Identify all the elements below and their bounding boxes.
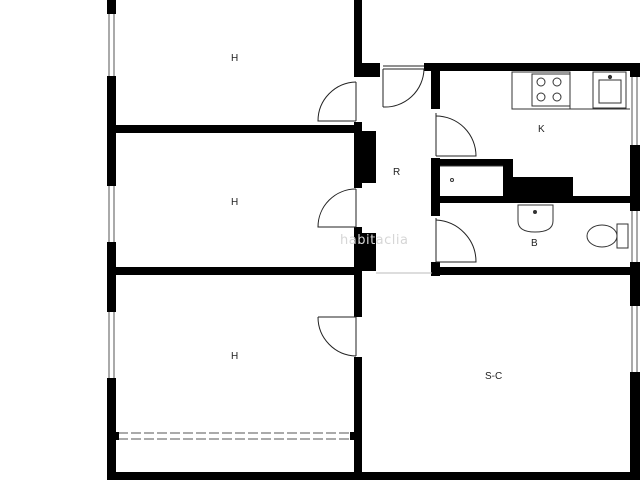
wall-kitchen-top <box>431 63 640 71</box>
door-swing-icon <box>317 316 357 357</box>
sink-icon <box>592 71 627 109</box>
wall-outer-left <box>107 0 116 14</box>
window-icon <box>108 312 115 378</box>
wall-outer-right <box>630 63 640 77</box>
washbasin-icon <box>517 204 554 233</box>
room-label-living-dining: S-C <box>485 371 502 382</box>
window-icon <box>631 77 638 145</box>
wall-kitchen-bath-divider <box>440 196 640 203</box>
wall-kitchen-bath-divider <box>440 159 513 166</box>
room-label-bathroom: B <box>531 238 538 249</box>
wall-entrance <box>356 63 380 77</box>
room-label-bedroom-bottom: H <box>231 351 238 362</box>
wall-outer-right <box>630 262 640 306</box>
stove-icon <box>511 71 571 110</box>
wall-kitchen-left <box>431 63 440 109</box>
balcony-rail-end <box>350 432 354 440</box>
wall-outer-right <box>630 372 640 480</box>
room-label-kitchen: K <box>538 124 545 135</box>
wall-bedroom-divider-1 <box>107 125 360 133</box>
wall-kitchen-left <box>431 262 440 276</box>
shower-icon <box>440 165 503 182</box>
window-icon <box>631 211 638 262</box>
wall-corridor-left <box>354 357 362 480</box>
toilet-icon <box>586 223 629 249</box>
wall-duct <box>513 177 573 199</box>
doors <box>317 65 477 357</box>
room-label-hall: R <box>393 167 400 178</box>
wall-outer-right <box>630 145 640 211</box>
door-swing-icon <box>382 65 425 108</box>
door-swing-icon <box>317 81 357 122</box>
wall-corridor-left <box>354 0 362 77</box>
wall-kitchen-left <box>431 158 440 216</box>
wall-bottom <box>107 472 640 480</box>
balcony-rail <box>118 432 354 440</box>
window-icon <box>108 14 115 76</box>
wall-duct <box>503 159 513 199</box>
room-label-bedroom-middle: H <box>231 197 238 208</box>
room-label-bedroom-top: H <box>231 53 238 64</box>
watermark: habitaclia <box>340 233 408 248</box>
wall-corridor-left <box>354 227 362 317</box>
wall-outer-left <box>107 378 116 480</box>
wall-outer-left <box>107 242 116 312</box>
door-swing-icon <box>435 113 477 157</box>
fixtures <box>440 71 630 249</box>
door-swing-icon <box>317 188 357 228</box>
wall-bedroom-divider-2 <box>107 267 360 275</box>
walls <box>107 0 640 480</box>
balcony-rail-end <box>115 432 119 440</box>
door-swing-icon <box>435 218 477 263</box>
window-icon <box>108 186 115 242</box>
wall-pillar <box>354 233 376 271</box>
window-icon <box>631 306 638 372</box>
windows <box>108 14 638 440</box>
wall-bath-bottom <box>436 267 640 275</box>
wall-pillar <box>354 131 376 183</box>
